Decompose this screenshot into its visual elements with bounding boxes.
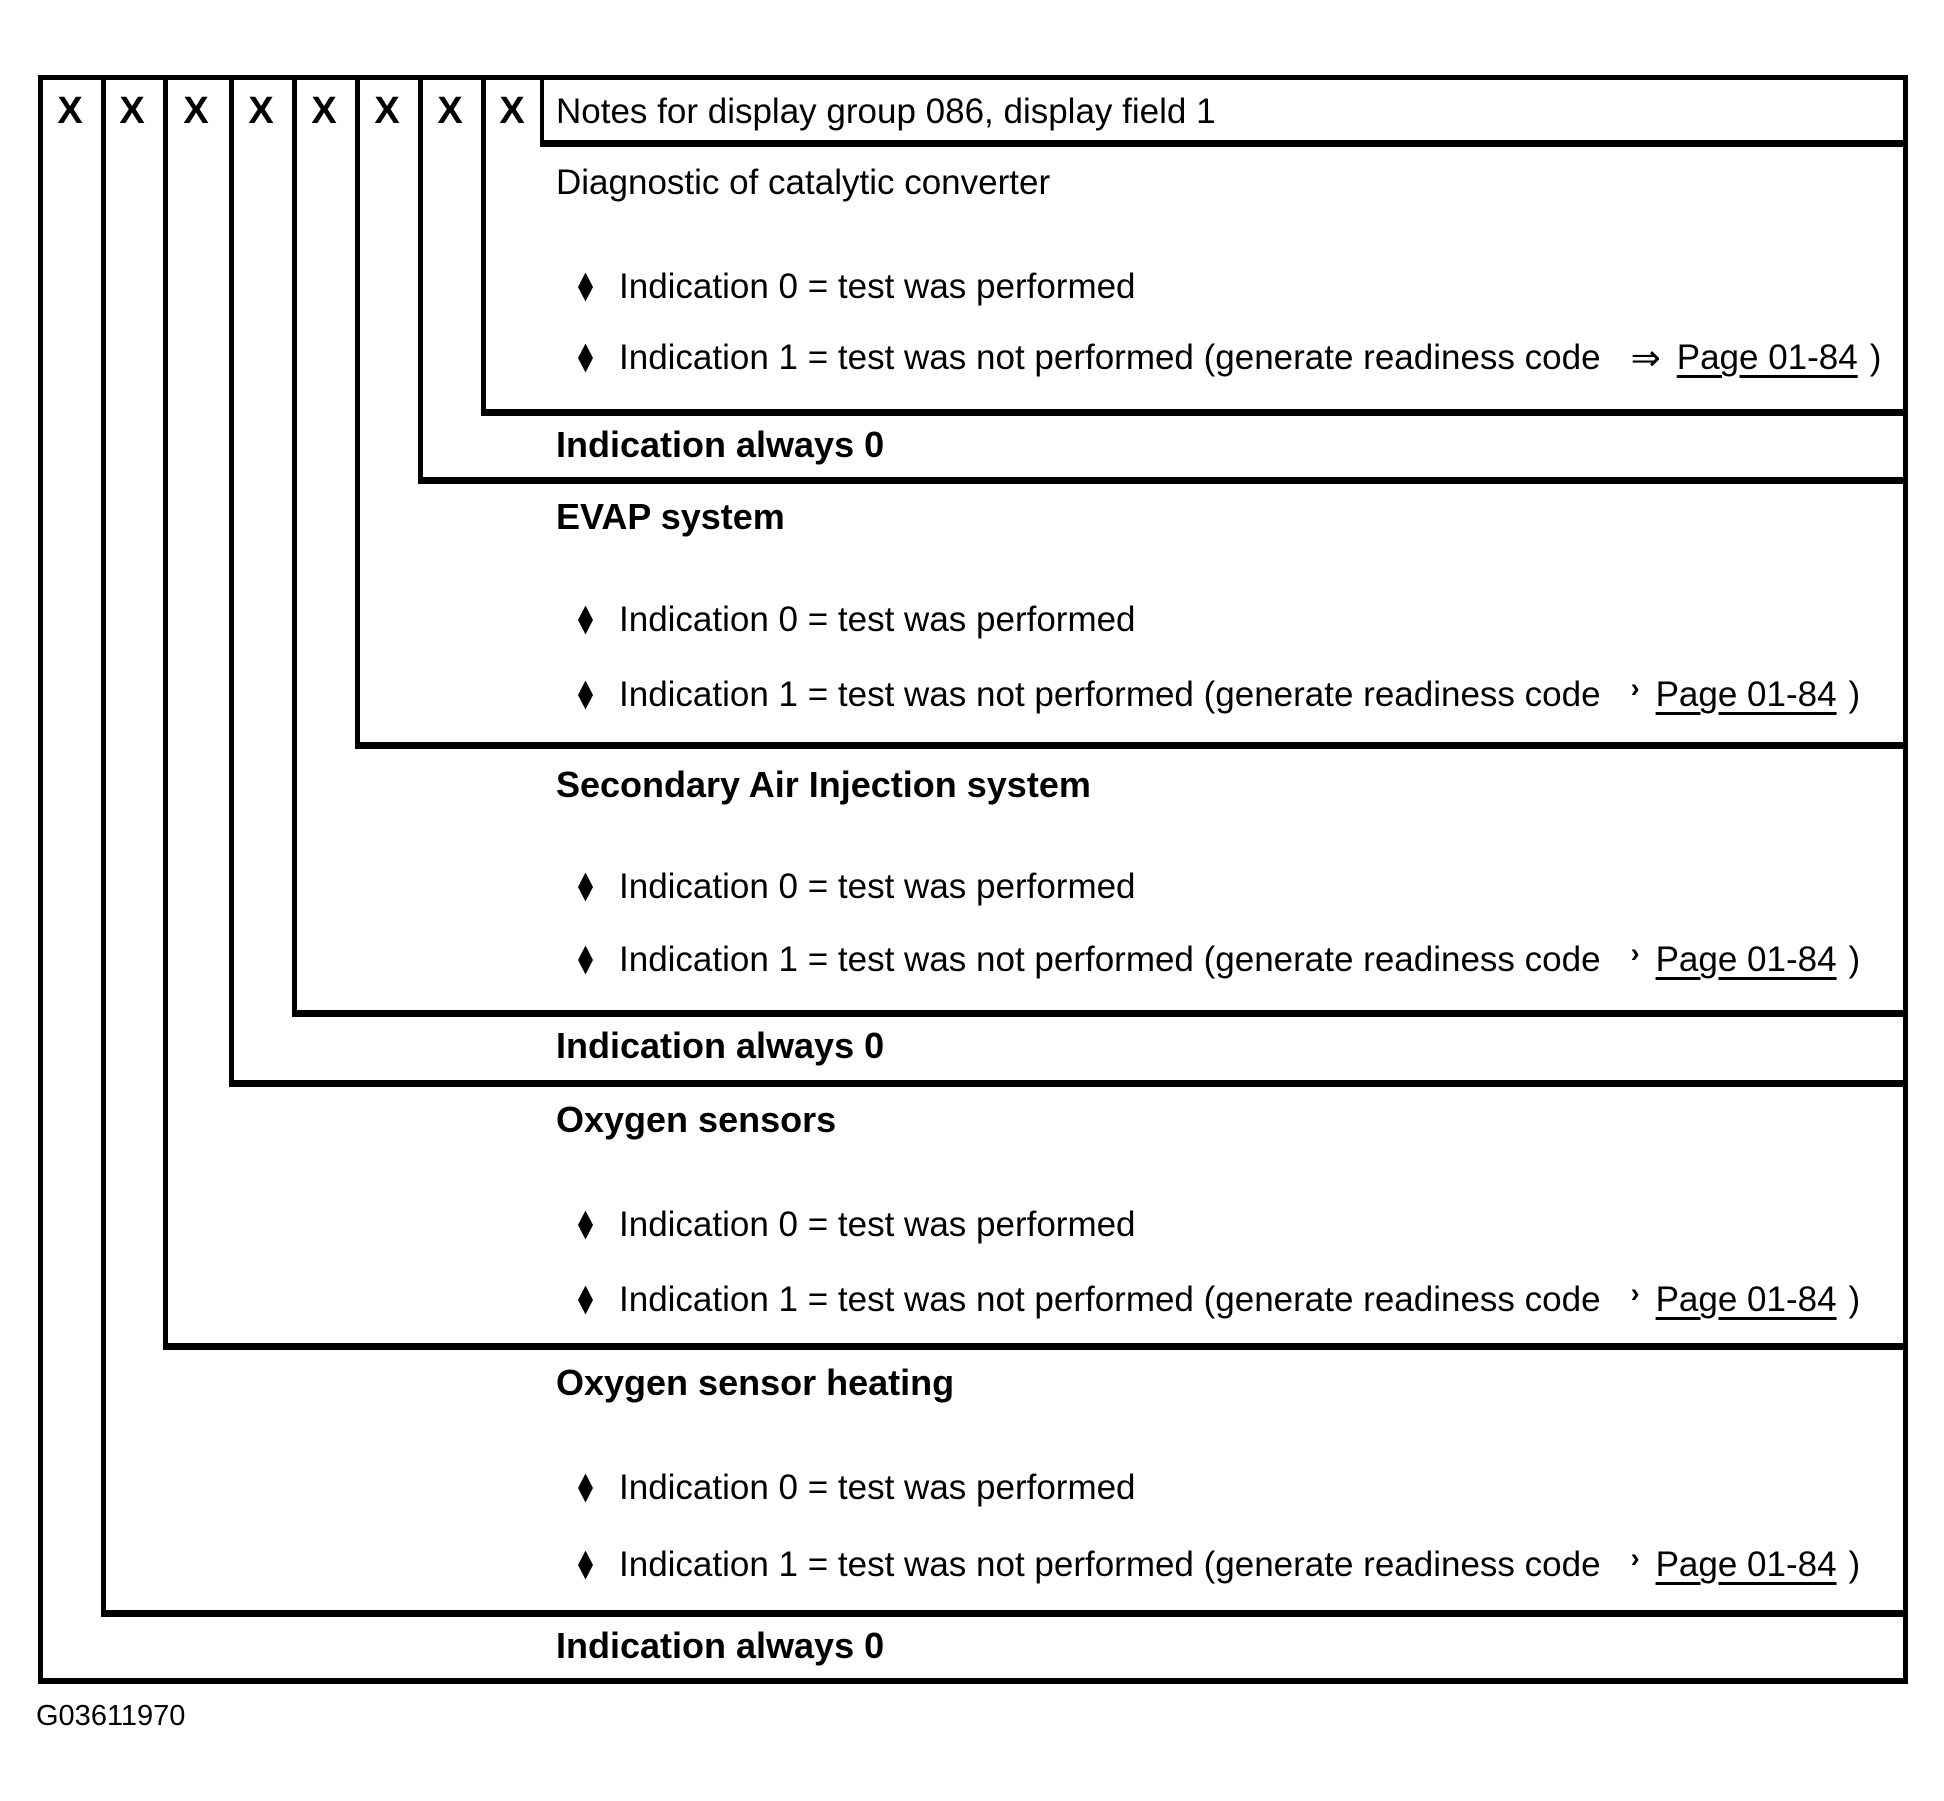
bullet-text: Indication 0 = test was performed — [619, 1205, 1136, 1244]
section-title-always0-a: Indication always 0 — [556, 424, 885, 465]
outer-border-left — [38, 75, 43, 1684]
bullet-row: Indication 0 = test was performed — [578, 865, 1136, 909]
diamond-bullet-icon — [578, 872, 593, 902]
bullet-row: Indication 0 = test was performed — [578, 1466, 1136, 1510]
section-title-oxygen-sensors: Oxygen sensors — [556, 1099, 837, 1140]
bullet-row: Indication 1 = test was not performed (g… — [578, 336, 1881, 380]
bullet-row: Indication 0 = test was performed — [578, 598, 1136, 642]
bracket-line-catalytic — [481, 409, 1908, 416]
bullet-text: Indication 0 = test was performed — [619, 867, 1136, 906]
column-divider-bit4 — [229, 75, 234, 1087]
section-title-catalytic: Diagnostic of catalytic converter — [556, 163, 1051, 202]
outer-border-right — [1903, 75, 1908, 1684]
bullet-text: Indication 0 = test was performed — [619, 1468, 1136, 1507]
arrow-right-icon: › — [1630, 937, 1640, 968]
bit-cell-2: X — [119, 90, 145, 132]
diamond-bullet-icon — [578, 272, 593, 302]
arrow-right-icon: › — [1630, 1277, 1640, 1308]
bullet-row: Indication 0 = test was performed — [578, 265, 1136, 309]
bullet-row: Indication 1 = test was not performed (g… — [578, 1278, 1860, 1322]
section-title-oxygen-heating: Oxygen sensor heating — [556, 1362, 955, 1403]
section-title-always0-b: Indication always 0 — [556, 1025, 885, 1066]
bullet-row: Indication 1 = test was not performed (g… — [578, 673, 1860, 717]
notes-box-left-edge — [540, 78, 544, 147]
page-link[interactable]: Page 01-84 — [1655, 1545, 1837, 1584]
section-title-always0-c: Indication always 0 — [556, 1625, 885, 1666]
bullet-text: Indication 1 = test was not performed (g… — [619, 338, 1601, 377]
arrow-right-icon: › — [1630, 1542, 1640, 1573]
bullet-text-suffix: ) — [1848, 940, 1861, 979]
section-title-secondary-air: Secondary Air Injection system — [556, 764, 1091, 805]
bit-cell-7: X — [437, 90, 463, 132]
outer-border-bottom — [38, 1678, 1908, 1684]
bracket-line-always0-a — [418, 477, 1908, 484]
bit-cell-4: X — [248, 90, 274, 132]
bullet-row: Indication 1 = test was not performed (g… — [578, 938, 1860, 982]
bullet-text: Indication 1 = test was not performed (g… — [619, 940, 1601, 979]
diamond-bullet-icon — [578, 1285, 593, 1315]
page-link[interactable]: Page 01-84 — [1655, 1280, 1837, 1319]
notes-box-bottom-edge — [540, 140, 1908, 147]
diamond-bullet-icon — [578, 605, 593, 635]
column-divider-bit7 — [418, 75, 423, 484]
diamond-bullet-icon — [578, 945, 593, 975]
bit-cell-1: X — [57, 90, 83, 132]
notes-header: Notes for display group 086, display fie… — [556, 92, 1216, 131]
section-title-evap: EVAP system — [556, 496, 785, 537]
diamond-bullet-icon — [578, 343, 593, 373]
bit-cell-8: X — [499, 90, 525, 132]
page-link[interactable]: Page 01-84 — [1655, 940, 1837, 979]
bit-cell-3: X — [183, 90, 209, 132]
bullet-text: Indication 1 = test was not performed (g… — [619, 675, 1601, 714]
bullet-row: Indication 1 = test was not performed (g… — [578, 1543, 1860, 1587]
column-divider-bit6 — [355, 75, 360, 749]
diamond-bullet-icon — [578, 680, 593, 710]
bullet-row: Indication 0 = test was performed — [578, 1203, 1136, 1247]
diamond-bullet-icon — [578, 1550, 593, 1580]
bit-cell-5: X — [311, 90, 337, 132]
diamond-bullet-icon — [578, 1210, 593, 1240]
page-link[interactable]: Page 01-84 — [1676, 338, 1858, 377]
bullet-text-suffix: ) — [1848, 675, 1861, 714]
bracket-line-oxygen-heating — [101, 1610, 1908, 1617]
bit-cell-6: X — [374, 90, 400, 132]
bullet-text: Indication 1 = test was not performed (g… — [619, 1280, 1601, 1319]
bracket-line-oxygen-sensors — [163, 1343, 1908, 1350]
figure-caption: G03611970 — [36, 1700, 186, 1732]
column-divider-bit2 — [101, 75, 106, 1617]
bullet-text-suffix: ) — [1848, 1280, 1861, 1319]
bullet-text-suffix: ) — [1848, 1545, 1861, 1584]
bracket-line-always0-b — [229, 1080, 1908, 1087]
column-divider-bit8 — [481, 75, 486, 416]
bullet-text-suffix: ) — [1869, 338, 1882, 377]
bracket-line-evap — [355, 742, 1908, 749]
column-divider-bit3 — [163, 75, 168, 1350]
outer-border-top — [38, 75, 1908, 80]
bullet-text: Indication 0 = test was performed — [619, 267, 1136, 306]
page-link[interactable]: Page 01-84 — [1655, 675, 1837, 714]
bullet-text: Indication 1 = test was not performed (g… — [619, 1545, 1601, 1584]
column-divider-bit5 — [292, 75, 297, 1017]
bullet-text: Indication 0 = test was performed — [619, 600, 1136, 639]
bracket-line-secondary-air — [292, 1010, 1908, 1017]
diamond-bullet-icon — [578, 1473, 593, 1503]
arrow-right-icon: › — [1630, 672, 1640, 703]
arrow-right-icon: ⇒ — [1630, 337, 1661, 378]
